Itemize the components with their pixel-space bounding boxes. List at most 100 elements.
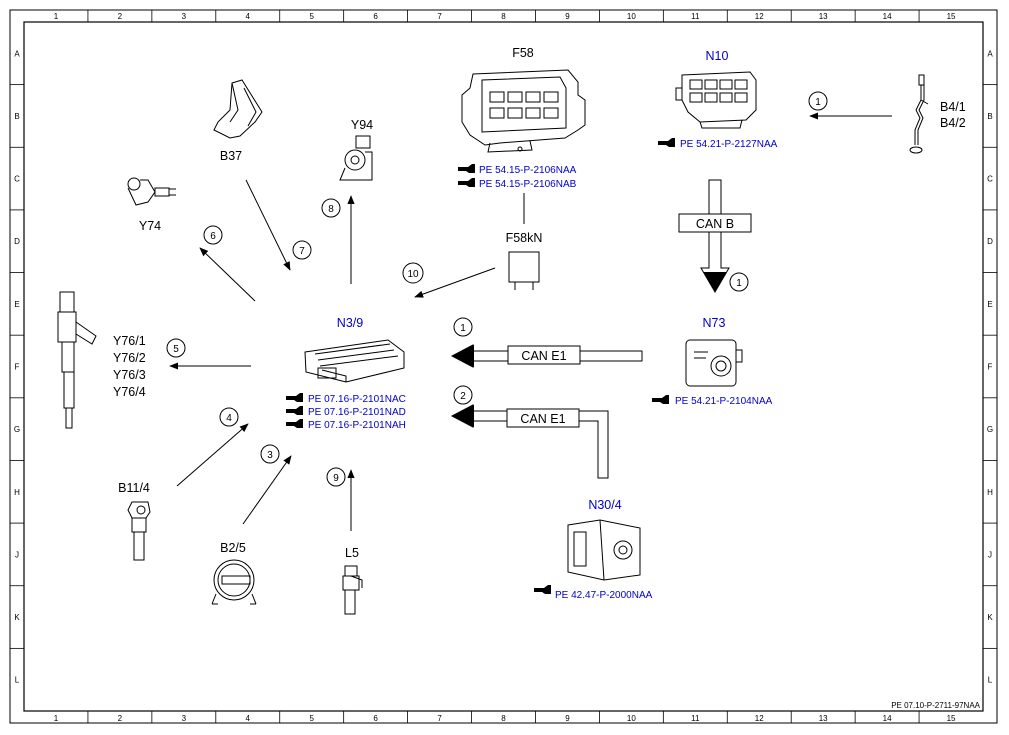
grid-row-label: C [987,175,993,184]
can-e1-top-label: CAN E1 [521,349,566,363]
grid-column-label: 13 [819,12,828,21]
grid-row-label: E [987,300,992,309]
n39-ref-2[interactable]: PE 07.16-P-2101NAD [286,406,406,418]
can-b-label: CAN B [696,217,734,231]
y74-drawing [127,177,176,206]
signal-6: 6 [199,225,256,302]
y761-label: Y76/1 [113,334,146,348]
n304-drawing [567,519,641,581]
grid-column-label: 12 [755,714,764,723]
grid-column-label: 10 [627,714,636,723]
svg-text:PE 07.16-P-2101NAC: PE 07.16-P-2101NAC [308,394,406,405]
f58-label: F58 [512,46,534,60]
signal-3: 3 [242,444,292,525]
b37-label: B37 [220,149,242,163]
manual-ref-icon [458,164,475,173]
grid-column-label: 14 [883,12,892,21]
signal-number-9: 9 [333,473,339,484]
grid-column-label: 6 [373,714,378,723]
b114-label: B11/4 [118,481,150,495]
n39-ref-1[interactable]: PE 07.16-P-2101NAC [286,393,406,405]
signal-10: 10 [402,262,496,298]
n304-ref-1[interactable]: PE 42.47-P-2000NAA [534,585,653,601]
b114-drawing [127,501,151,561]
signal-5: 5 [166,338,251,370]
grid-row-label: G [987,425,993,434]
signal-number-1: 1 [460,323,466,334]
signal-number-7: 7 [299,246,305,257]
y74-pressure-valve: Y74 [127,177,176,233]
grid-column-label: 15 [947,12,956,21]
n73-ref-1[interactable]: PE 54.21-P-2104NAA [652,395,773,407]
y762-label: Y76/2 [113,351,146,365]
grid-row-label: K [987,613,993,622]
manual-ref-icon [652,395,669,404]
grid-column-label: 6 [373,12,378,21]
signal-9: 9 [326,467,355,531]
grid-row-label: F [15,363,20,372]
signal-4: 4 [176,407,249,487]
n10-sam-module: N10 PE 54.21-P-2127NAA [658,49,778,150]
grid-column-label: 15 [947,714,956,723]
signal-7: 7 [245,179,312,271]
n10-ref-1[interactable]: PE 54.21-P-2127NAA [658,138,778,150]
svg-text:PE 07.16-P-2101NAD: PE 07.16-P-2101NAD [308,407,406,418]
grid-column-label: 12 [755,12,764,21]
y94-label: Y94 [351,118,373,132]
signal-number-5: 5 [173,344,179,355]
n73-ignition-switch: N73 PE 54.21-P-2104NAA [652,316,773,407]
n39-ref-3[interactable]: PE 07.16-P-2101NAH [286,419,406,431]
grid-column-label: 11 [691,12,700,21]
grid-column-label: 4 [246,714,251,723]
grid-row-label: K [14,613,20,622]
grid-row-label: D [987,237,993,246]
b37-pedal-sensor: B37 [213,79,263,163]
grid-column-label: 7 [437,12,442,21]
signal-number-1: 1 [815,97,821,108]
svg-text:PE 54.15-P-2106NAA: PE 54.15-P-2106NAA [479,165,577,176]
n73-label: N73 [703,316,726,330]
grid-column-label: 11 [691,714,700,723]
grid-row-label: H [14,488,20,497]
can-b-bus: CAN B 1 [678,179,752,293]
y764-label: Y76/4 [113,385,146,399]
grid-column-label: 9 [565,714,570,723]
grid-column-label: 8 [501,12,506,21]
y94-drawing [339,135,373,181]
signal-number-6: 6 [210,231,216,242]
grid-row-label: J [988,550,992,559]
y76-drawing [57,291,97,429]
grid-column-label: 5 [309,12,314,21]
grid-column-label: 3 [182,12,187,21]
grid-column-label: 9 [565,12,570,21]
signal-number-4: 4 [226,413,232,424]
n39-drawing [304,339,405,383]
n39-engine-control-unit[interactable]: N3/9 PE 07.16-P-2101NAC PE 07.16-P-2101N… [286,316,406,431]
f58-ref-2[interactable]: PE 54.15-P-2106NAB [458,178,577,190]
b25-drawing [211,559,257,605]
f58kn-drawing [508,251,540,283]
b25-label: B2/5 [220,541,246,555]
n10-label: N10 [706,49,729,63]
n73-drawing [685,339,743,387]
svg-text:PE 54.21-P-2127NAA: PE 54.21-P-2127NAA [680,139,778,150]
f58-fuse-box: F58 PE 54.15-P-2106NAA PE 54.15-P-2106NA… [458,46,586,190]
y74-label: Y74 [139,219,161,233]
grid-row-label: B [14,112,19,121]
grid-row-label: E [14,300,19,309]
grid-column-label: 7 [437,714,442,723]
svg-text:PE 54.21-P-2104NAA: PE 54.21-P-2104NAA [675,396,773,407]
signal-number-10: 10 [407,269,419,280]
l5-drawing [342,565,363,615]
grid-column-label: 2 [118,12,123,21]
signal-number-3: 3 [267,450,273,461]
grid-row-label: H [987,488,993,497]
manual-ref-icon [286,406,303,415]
f58-ref-1[interactable]: PE 54.15-P-2106NAA [458,164,577,176]
grid-row-label: F [988,363,993,372]
b4-fuel-level-sensor: B4/1 B4/2 [909,74,966,154]
grid-row-label: D [14,237,20,246]
y76-injectors: Y76/1 Y76/2 Y76/3 Y76/4 [57,291,146,429]
b42-label: B4/2 [940,116,966,130]
